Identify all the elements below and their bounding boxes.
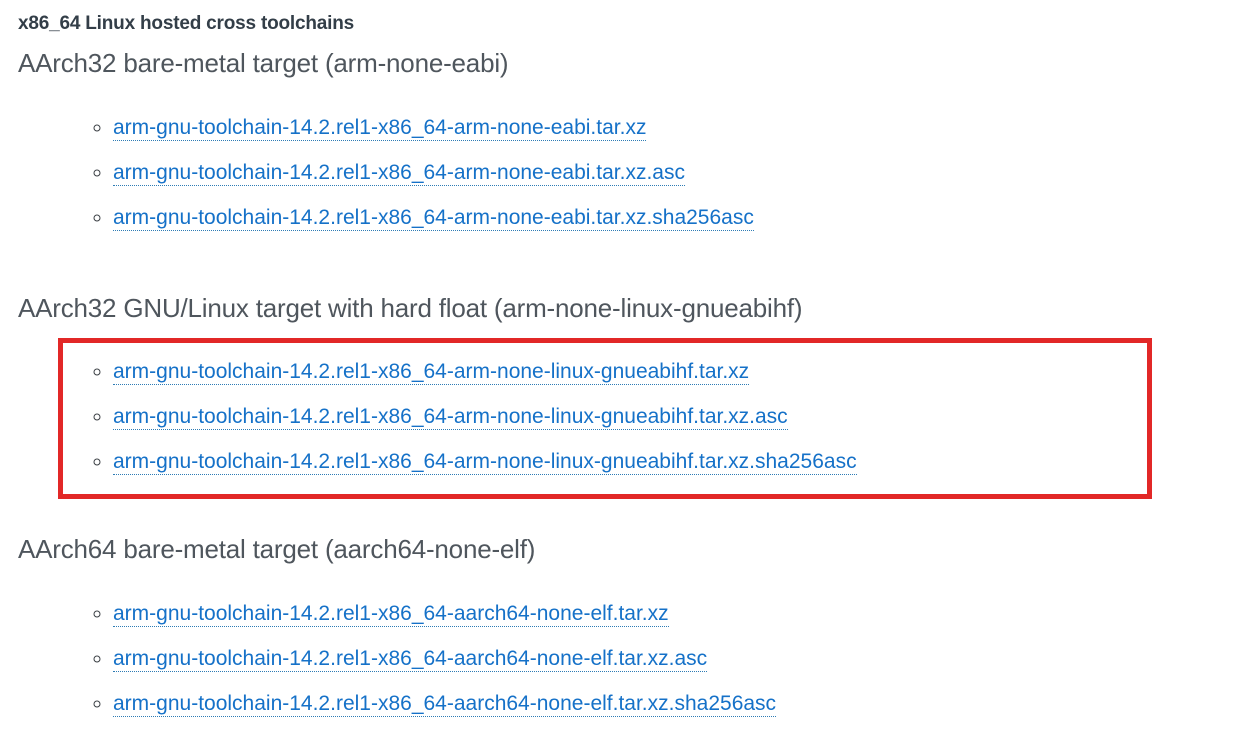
list-item: arm-gnu-toolchain-14.2.rel1-x86_64-arm-n… [113,439,1147,484]
download-link-arm-none-linux-gnueabihf-asc[interactable]: arm-gnu-toolchain-14.2.rel1-x86_64-arm-n… [113,405,788,430]
download-list-aarch64-bare-metal: arm-gnu-toolchain-14.2.rel1-x86_64-aarch… [18,591,1257,726]
section-aarch32-bare-metal: AArch32 bare-metal target (arm-none-eabi… [18,47,1257,240]
download-link-aarch64-none-elf-tarxz[interactable]: arm-gnu-toolchain-14.2.rel1-x86_64-aarch… [113,602,669,627]
download-link-arm-none-linux-gnueabihf-sha256asc[interactable]: arm-gnu-toolchain-14.2.rel1-x86_64-arm-n… [113,450,857,475]
download-link-arm-none-eabi-tarxz[interactable]: arm-gnu-toolchain-14.2.rel1-x86_64-arm-n… [113,116,647,141]
list-item: arm-gnu-toolchain-14.2.rel1-x86_64-arm-n… [113,105,1257,150]
download-link-arm-none-eabi-asc[interactable]: arm-gnu-toolchain-14.2.rel1-x86_64-arm-n… [113,161,685,186]
section-heading-aarch32-gnu-linux-hf: AArch32 GNU/Linux target with hard float… [18,293,803,323]
red-highlight-box: arm-gnu-toolchain-14.2.rel1-x86_64-arm-n… [58,338,1152,499]
list-item: arm-gnu-toolchain-14.2.rel1-x86_64-arm-n… [113,150,1257,195]
section-heading-aarch32-bare-metal: AArch32 bare-metal target (arm-none-eabi… [18,48,509,78]
list-item: arm-gnu-toolchain-14.2.rel1-x86_64-aarch… [113,681,1257,726]
download-link-aarch64-none-elf-sha256asc[interactable]: arm-gnu-toolchain-14.2.rel1-x86_64-aarch… [113,692,777,717]
section-aarch64-bare-metal: AArch64 bare-metal target (aarch64-none-… [18,533,1257,726]
download-link-aarch64-none-elf-asc[interactable]: arm-gnu-toolchain-14.2.rel1-x86_64-aarch… [113,647,708,672]
section-heading-aarch64-bare-metal: AArch64 bare-metal target (aarch64-none-… [18,534,536,564]
download-list-aarch32-gnu-linux-hf: arm-gnu-toolchain-14.2.rel1-x86_64-arm-n… [63,349,1147,484]
list-item: arm-gnu-toolchain-14.2.rel1-x86_64-arm-n… [113,349,1147,394]
list-item: arm-gnu-toolchain-14.2.rel1-x86_64-arm-n… [113,394,1147,439]
section-aarch32-gnu-linux-hf: AArch32 GNU/Linux target with hard float… [18,292,1257,499]
page-title: x86_64 Linux hosted cross toolchains [18,13,354,34]
list-item: arm-gnu-toolchain-14.2.rel1-x86_64-aarch… [113,591,1257,636]
download-link-arm-none-eabi-sha256asc[interactable]: arm-gnu-toolchain-14.2.rel1-x86_64-arm-n… [113,206,754,231]
download-link-arm-none-linux-gnueabihf-tarxz[interactable]: arm-gnu-toolchain-14.2.rel1-x86_64-arm-n… [113,360,750,385]
download-list-aarch32-bare-metal: arm-gnu-toolchain-14.2.rel1-x86_64-arm-n… [18,105,1257,240]
list-item: arm-gnu-toolchain-14.2.rel1-x86_64-arm-n… [113,195,1257,240]
list-item: arm-gnu-toolchain-14.2.rel1-x86_64-aarch… [113,636,1257,681]
